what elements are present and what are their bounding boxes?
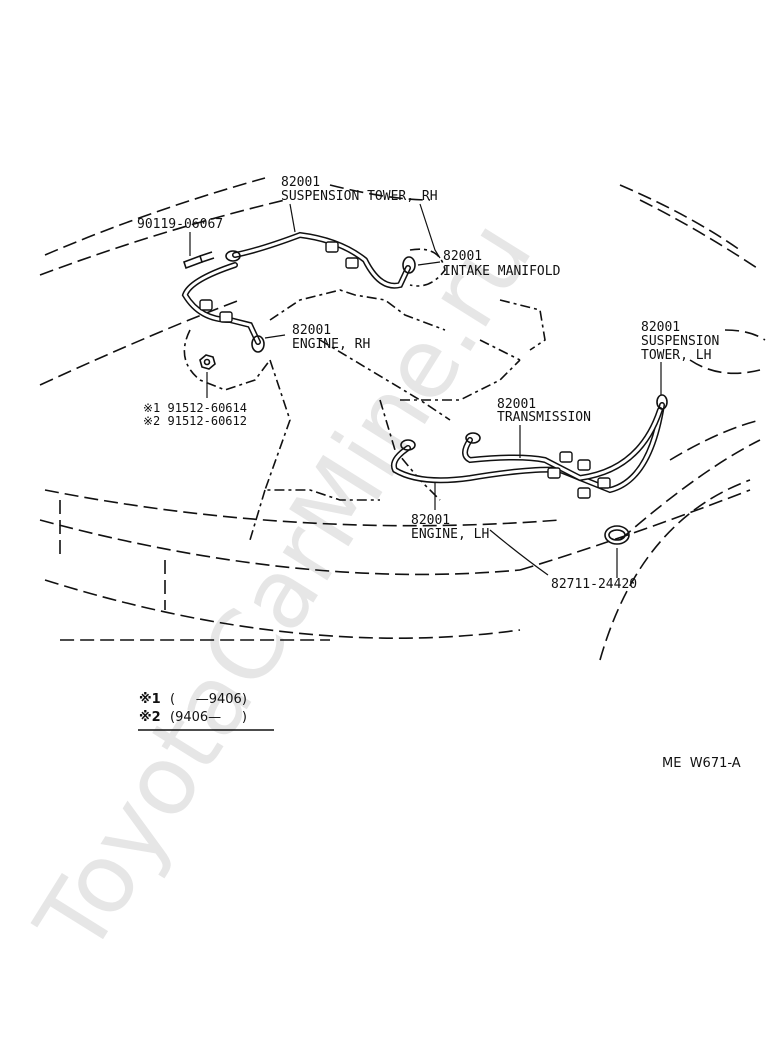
legend-row1-mark: ※1 [139, 692, 161, 707]
engine-block [183, 248, 546, 541]
label-trans-name: TRANSMISSION [497, 410, 591, 425]
bolt-icon [182, 251, 215, 270]
legend-row2-text: (9406— ) [170, 710, 247, 725]
label-engine-rh-name: ENGINE, RH [292, 337, 370, 352]
label-nut-1: ※1 91512-60614 [143, 401, 247, 415]
label-intake-num: 82001 [443, 249, 482, 264]
figure-code: ME W671-A [662, 756, 741, 771]
label-susp-lh-name1: SUSPENSION [641, 334, 719, 349]
label-susp-rh-num: 82001 [281, 175, 320, 190]
date-legend: ※1 ( —9406) ※2 (9406— ) [138, 692, 274, 731]
leader-lines [189, 203, 662, 578]
cable-protectors [199, 241, 611, 499]
label-clamp-num: 82711-24420 [551, 577, 637, 592]
clamp-icon [604, 525, 630, 545]
terminals [225, 250, 668, 451]
label-engine-lh-num: 82001 [411, 513, 450, 528]
nut-icon [199, 354, 216, 370]
label-nut-2: ※2 91512-60612 [143, 414, 247, 428]
label-susp-lh-num: 82001 [641, 320, 680, 335]
label-bolt-num: 90119-06067 [137, 217, 223, 232]
part-labels: 82001 SUSPENSION TOWER, RH 90119-06067 8… [137, 175, 719, 592]
legend-row2-mark: ※2 [139, 710, 161, 725]
label-susp-lh-name2: TOWER, LH [641, 348, 711, 363]
label-engine-rh-num: 82001 [292, 323, 331, 338]
label-engine-lh-name: ENGINE, LH [411, 527, 489, 542]
label-trans-num: 82001 [497, 397, 536, 412]
body-outline [39, 177, 766, 661]
watermark: ToyotaCarMine.ru [14, 202, 554, 973]
legend-row1-text: ( —9406) [170, 692, 247, 707]
label-susp-rh-name: SUSPENSION TOWER, RH [281, 189, 438, 204]
label-intake-name: INTAKE MANIFOLD [443, 264, 561, 279]
